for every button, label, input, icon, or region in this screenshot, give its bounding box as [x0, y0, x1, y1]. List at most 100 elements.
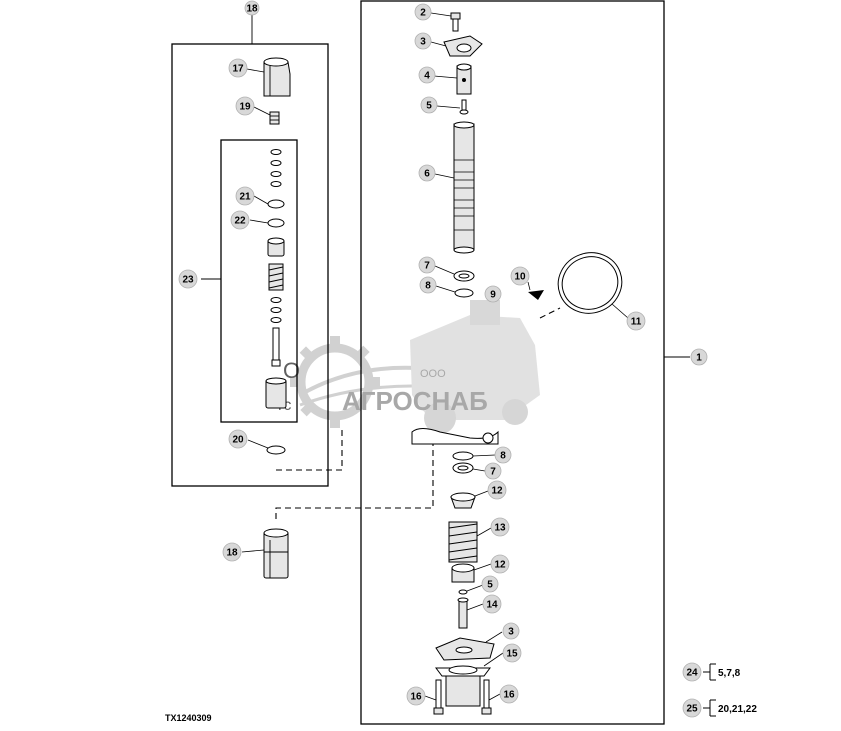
- part-3-flange-top: [443, 35, 483, 57]
- part-21-ring: [267, 199, 285, 209]
- figure-id: TX1240309: [165, 713, 212, 723]
- svg-text:20: 20: [232, 435, 244, 446]
- callout-18-top: 18: [244, 0, 260, 16]
- part-19-spring: [269, 111, 280, 125]
- watermark-company-name: АГРОСНАБ: [342, 386, 488, 416]
- part-8-ring-top: [454, 288, 474, 298]
- svg-text:5: 5: [426, 101, 432, 112]
- part-10-arrow: [528, 290, 544, 300]
- callout-11: 11: [626, 311, 646, 331]
- svg-text:25: 25: [686, 704, 698, 715]
- callout-18-bottom: 18: [222, 542, 242, 562]
- watermark-prefix: ООО: [420, 368, 446, 380]
- callout-13: 13: [490, 517, 510, 537]
- poppet-stem: [270, 297, 282, 367]
- part-11-oring: [557, 252, 623, 314]
- part-2-bolt: [450, 12, 461, 32]
- dashed-link-lower: [275, 440, 434, 520]
- assembly-23-frame: [220, 139, 298, 423]
- callout-15: 15: [502, 643, 522, 663]
- part-3-flange-bottom: [435, 637, 495, 661]
- svg-text:7: 7: [424, 261, 430, 272]
- callout-5-bottom: 5: [481, 575, 499, 593]
- callout-12-top: 12: [487, 480, 507, 500]
- part-5-pin-bottom: [458, 589, 468, 595]
- svg-text:O: O: [283, 358, 300, 383]
- svg-text:16: 16: [410, 692, 422, 703]
- legend-row-24: 24 5,7,8: [682, 662, 741, 682]
- assembly-18-frame: [171, 43, 329, 487]
- callout-6: 6: [418, 164, 436, 182]
- svg-text:3: 3: [508, 627, 514, 638]
- part-7-ring-mid: [452, 462, 474, 474]
- callout-8-mid: 8: [494, 446, 512, 464]
- svg-text:18: 18: [246, 4, 258, 15]
- callout-19: 19: [235, 96, 255, 116]
- part-16-bolt-left: [433, 679, 444, 715]
- svg-text:12: 12: [491, 486, 503, 497]
- legend-25-items: 20,21,22: [718, 704, 757, 715]
- part-15-body: [435, 665, 491, 707]
- legend-24-items: 5,7,8: [718, 668, 741, 679]
- callout-1: 1: [690, 348, 708, 366]
- svg-text:8: 8: [500, 451, 506, 462]
- part-12-retainer-bottom: [451, 563, 475, 583]
- svg-text:15: 15: [506, 649, 518, 660]
- svg-text:23: 23: [182, 275, 194, 286]
- callout-7-top: 7: [418, 256, 436, 274]
- svg-text:24: 24: [686, 668, 698, 679]
- rings-stack: [270, 149, 282, 187]
- callout-9: 9: [484, 285, 502, 303]
- part-16-bolt-right: [481, 679, 492, 715]
- callout-14: 14: [482, 594, 502, 614]
- callout-7-mid: 7: [484, 462, 502, 480]
- part-18-fitting: [263, 528, 289, 579]
- part-4-cylinder: [456, 63, 472, 95]
- part-13-spring: [448, 521, 478, 563]
- legend-row-25: 25 20,21,22: [682, 698, 757, 718]
- callout-3-top: 3: [414, 32, 432, 50]
- svg-text:10: 10: [514, 272, 526, 283]
- svg-text:8: 8: [425, 281, 431, 292]
- callout-3-bottom: 3: [502, 622, 520, 640]
- svg-text:18: 18: [226, 548, 238, 559]
- svg-text:22: 22: [234, 216, 246, 227]
- svg-text:12: 12: [494, 560, 506, 571]
- svg-text:9: 9: [490, 290, 496, 301]
- left-leader-lines: [241, 68, 271, 553]
- callout-5-top: 5: [420, 96, 438, 114]
- svg-text:14: 14: [486, 600, 498, 611]
- callout-20: 20: [228, 429, 248, 449]
- pump-housing: [411, 428, 499, 445]
- callout-12-bottom: 12: [490, 554, 510, 574]
- callout-22: 22: [230, 210, 250, 230]
- svg-text:16: 16: [503, 690, 515, 701]
- valve-spring: [268, 263, 284, 291]
- svg-text:1: 1: [696, 353, 702, 364]
- part-6-plunger: [453, 121, 475, 254]
- svg-text:21: 21: [239, 192, 251, 203]
- svg-text:13: 13: [494, 523, 506, 534]
- dashed-link-upper: [276, 430, 343, 471]
- valve-body: [267, 237, 285, 257]
- svg-text:4: 4: [424, 71, 430, 82]
- part-5-pin-top: [459, 99, 469, 115]
- part-12-retainer-top: [450, 492, 476, 509]
- svg-text:7: 7: [490, 467, 496, 478]
- callout-17: 17: [228, 58, 248, 78]
- watermark: ООО АГРОСНАБ O rc: [278, 300, 540, 434]
- callout-16-left: 16: [406, 686, 426, 706]
- callout-4: 4: [418, 66, 436, 84]
- callout-10: 10: [510, 266, 530, 286]
- svg-text:17: 17: [232, 64, 244, 75]
- callout-21: 21: [235, 186, 255, 206]
- svg-text:5: 5: [487, 580, 493, 591]
- svg-text:3: 3: [420, 37, 426, 48]
- callout-8-top: 8: [419, 276, 437, 294]
- right-leader-lines: [424, 12, 629, 701]
- part-20-seal: [266, 445, 286, 455]
- assembly-1-frame: [360, 0, 665, 725]
- svg-text:11: 11: [631, 317, 642, 328]
- callout-16-right: 16: [499, 684, 519, 704]
